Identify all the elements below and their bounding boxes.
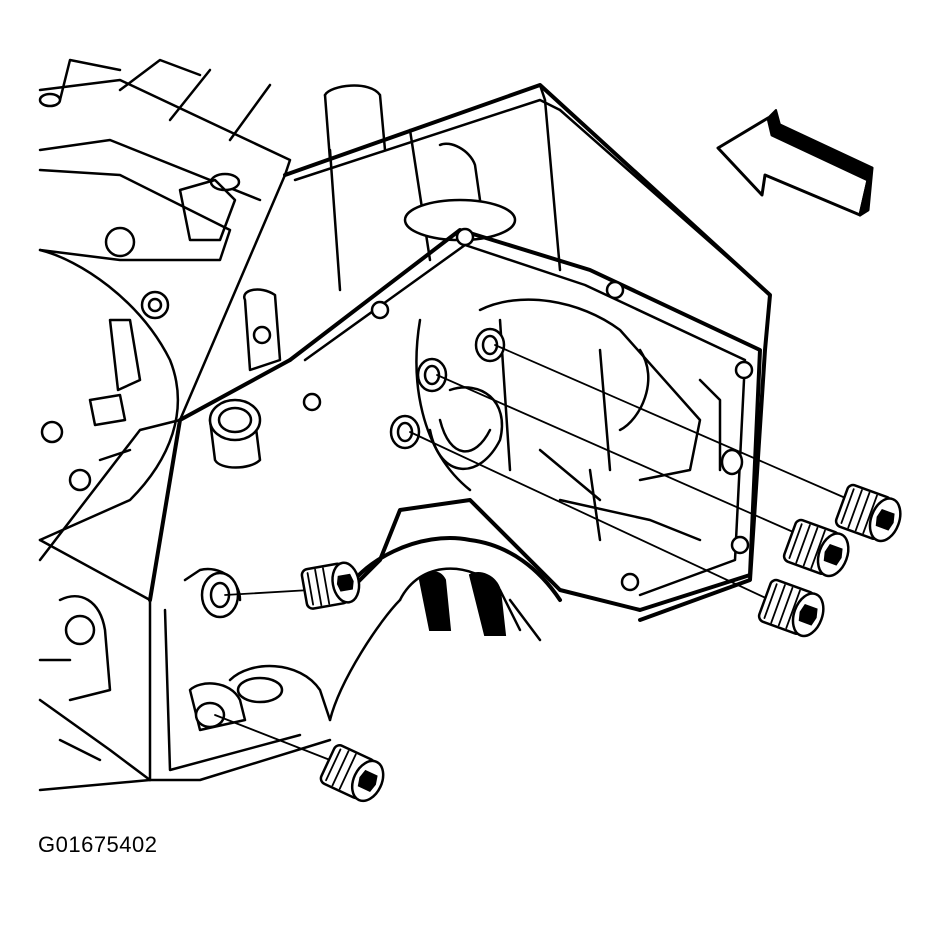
engine-block-face <box>38 83 772 792</box>
figure-id-label: G01675402 <box>38 832 158 857</box>
oil-gallery-plug-icon <box>757 578 825 638</box>
arrow-left-icon <box>716 109 874 217</box>
plug-holes <box>389 327 744 476</box>
oil-gallery-plug-icon <box>300 561 361 610</box>
oil-gallery-plug-icon <box>782 518 850 578</box>
alignment-lines <box>214 344 851 761</box>
cylinder-deck <box>38 58 292 562</box>
oil-gallery-plug-icon <box>834 483 902 543</box>
oil-gallery-plug-icon <box>319 744 385 803</box>
